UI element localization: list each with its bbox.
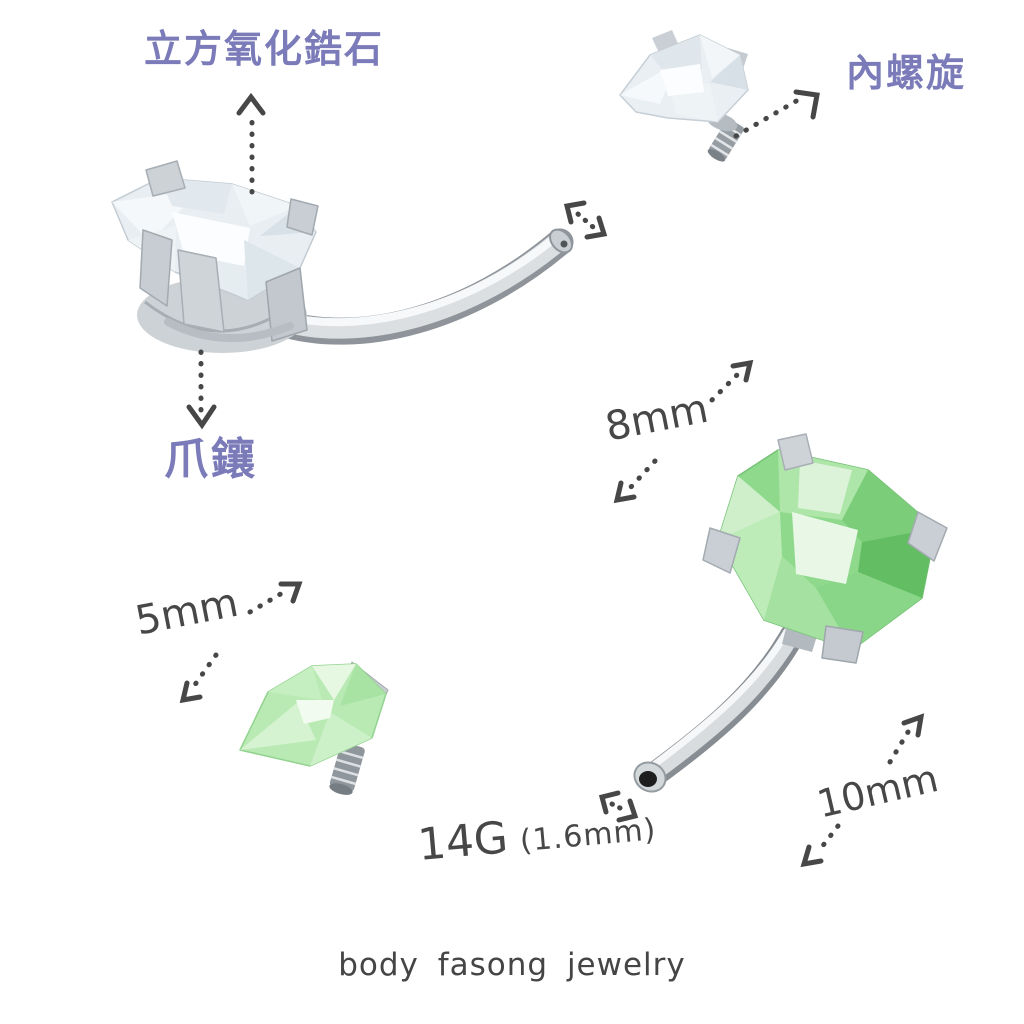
dim-arrow-gauge bbox=[598, 790, 639, 823]
green-gem-threaded-top-photo bbox=[239, 661, 389, 795]
connector-double-arrow bbox=[563, 200, 608, 240]
brand-text: body fasong jewelry bbox=[338, 947, 686, 983]
dim-arrow-10mm bbox=[800, 713, 925, 868]
label-cubic-zirconia: 立方氧化鋯石 bbox=[144, 27, 385, 71]
clear-gem-barbell-photo bbox=[111, 160, 574, 353]
arrow-to-prong-label bbox=[186, 349, 217, 430]
arrow-to-thread-label bbox=[733, 89, 820, 139]
dim-14g-value: 14G bbox=[415, 812, 510, 871]
dim-arrow-5mm bbox=[179, 581, 303, 704]
dim-arrow-8mm bbox=[613, 359, 754, 504]
clear-gem-threaded-top-photo bbox=[619, 30, 749, 162]
green-gem-barbell-photo bbox=[633, 433, 948, 793]
label-internal-thread: 內螺旋 bbox=[846, 51, 967, 95]
arrow-to-material-label bbox=[236, 92, 266, 195]
label-prong-setting: 爪鑲 bbox=[164, 434, 258, 485]
